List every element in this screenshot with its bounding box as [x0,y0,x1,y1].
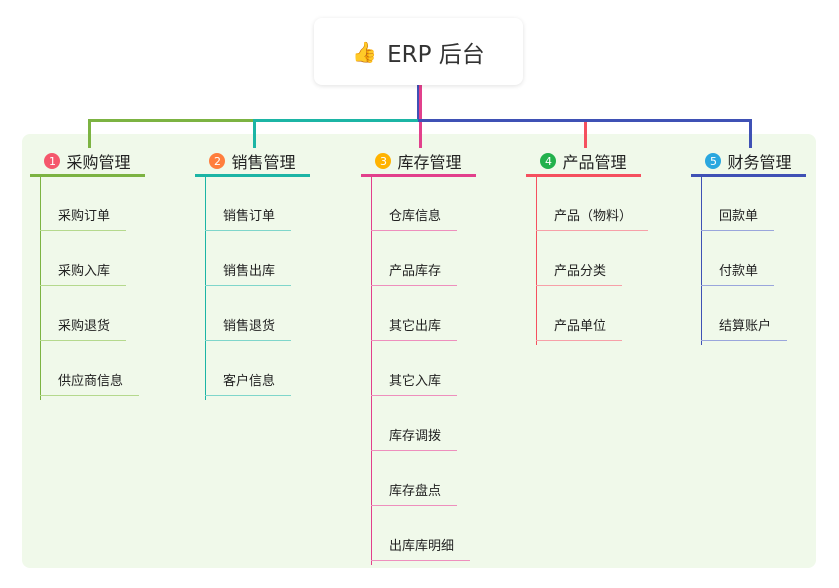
child-node[interactable]: 产品（物料） [536,204,649,231]
branch-connector-vertical [419,85,422,148]
child-node[interactable]: 其它出库 [371,314,458,341]
child-node[interactable]: 客户信息 [205,369,292,396]
child-node[interactable]: 销售订单 [205,204,292,231]
child-node[interactable]: 采购订单 [40,204,127,231]
branch-5: 5 财务管理 回款单付款单结算账户 [691,148,806,345]
number-badge: 5 [705,153,722,169]
branch-child-line [701,177,702,345]
root-connector [417,85,420,121]
child-node[interactable]: 供应商信息 [40,369,140,396]
branch-title: 库存管理 [397,153,462,172]
number-badge: 2 [209,153,226,169]
child-node[interactable]: 回款单 [701,204,775,231]
number-badge: 3 [375,153,392,169]
child-node[interactable]: 库存盘点 [371,479,458,506]
root-node[interactable]: 👍 ERP 后台 [314,18,523,85]
branch-connector-horizontal [253,119,421,122]
branch-title: 采购管理 [66,153,131,172]
branch-title: 产品管理 [562,153,627,172]
branch-child-line [536,177,537,345]
child-node[interactable]: 仓库信息 [371,204,458,231]
child-node[interactable]: 付款单 [701,259,775,286]
child-node[interactable]: 产品分类 [536,259,623,286]
branch-header[interactable]: 3 库存管理 [361,148,476,177]
branch-header[interactable]: 2 销售管理 [195,148,310,177]
branch-child-line [205,177,206,400]
child-node[interactable]: 结算账户 [701,314,788,341]
branch-1: 1 采购管理 采购订单采购入库采购退货供应商信息 [30,148,145,400]
child-node[interactable]: 销售出库 [205,259,292,286]
branch-2: 2 销售管理 销售订单销售出库销售退货客户信息 [195,148,310,400]
branch-child-line [371,177,372,565]
branch-title: 财务管理 [727,153,792,172]
branch-title: 销售管理 [231,153,296,172]
thumbs-up-icon: 👍 [352,39,378,64]
child-node[interactable]: 采购入库 [40,259,127,286]
child-node[interactable]: 出库库明细 [371,534,471,561]
number-badge: 1 [44,153,61,169]
branch-connector-horizontal [418,119,752,122]
branch-connector-vertical [584,119,587,148]
child-node[interactable]: 采购退货 [40,314,127,341]
child-node[interactable]: 销售退货 [205,314,292,341]
child-node[interactable]: 库存调拨 [371,424,458,451]
number-badge: 4 [540,153,557,169]
background-panel [22,134,816,568]
root-title: ERP 后台 [387,41,485,68]
branch-header[interactable]: 5 财务管理 [691,148,806,177]
branch-header[interactable]: 1 采购管理 [30,148,145,177]
branch-3: 3 库存管理 仓库信息产品库存其它出库其它入库库存调拨库存盘点出库库明细 [361,148,476,565]
child-node[interactable]: 产品库存 [371,259,458,286]
child-node[interactable]: 产品单位 [536,314,623,341]
branch-4: 4 产品管理 产品（物料） 产品分类产品单位 [526,148,649,345]
branch-connector-vertical [88,119,91,148]
branch-header[interactable]: 4 产品管理 [526,148,641,177]
branch-connector-vertical [253,119,256,148]
branch-connector-vertical [749,119,752,148]
child-node[interactable]: 其它入库 [371,369,458,396]
branch-child-line [40,177,41,400]
